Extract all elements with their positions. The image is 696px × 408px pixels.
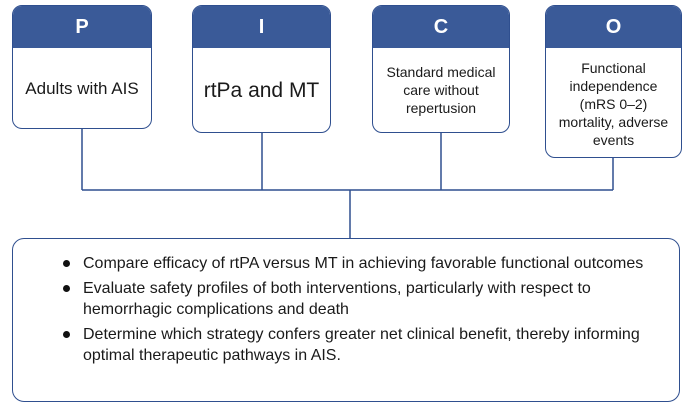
objectives-box: Compare efficacy of rtPA versus MT in ac… — [12, 238, 680, 402]
pico-text-p: Adults with AIS — [25, 78, 139, 98]
objectives-list: Compare efficacy of rtPA versus MT in ac… — [13, 239, 679, 366]
pico-card-i: I rtPa and MT — [192, 5, 331, 133]
pico-header-c: C — [373, 6, 509, 48]
pico-text-o: Functional independence (mRS 0–2) mortal… — [558, 59, 669, 148]
objective-item: Determine which strategy confers greater… — [63, 324, 659, 366]
objective-text: Determine which strategy confers greater… — [83, 326, 640, 364]
objective-text: Compare efficacy of rtPA versus MT in ac… — [83, 255, 644, 272]
bullet-icon — [63, 260, 70, 267]
pico-header-i: I — [193, 6, 330, 48]
bullet-icon — [63, 331, 70, 338]
objective-item: Evaluate safety profiles of both interve… — [63, 278, 659, 320]
pico-text-i: rtPa and MT — [203, 78, 320, 102]
pico-card-o: O Functional independence (mRS 0–2) mort… — [545, 5, 682, 158]
bullet-icon — [63, 285, 70, 292]
pico-text-c: Standard medical care without repertusio… — [386, 64, 496, 116]
objective-item: Compare efficacy of rtPA versus MT in ac… — [63, 253, 659, 274]
pico-header-p: P — [13, 6, 151, 48]
pico-card-c: C Standard medical care without repertus… — [372, 5, 510, 133]
pico-card-p: P Adults with AIS — [12, 5, 152, 129]
pico-header-o: O — [546, 6, 681, 48]
objective-text: Evaluate safety profiles of both interve… — [83, 280, 591, 318]
